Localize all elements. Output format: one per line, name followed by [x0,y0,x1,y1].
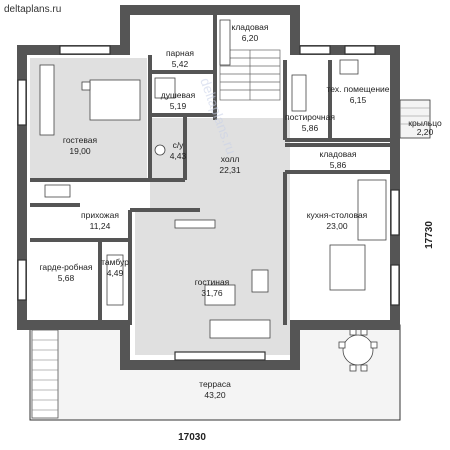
room-area-wardrobe: 5,68 [58,273,75,283]
laundry-tub [291,74,307,112]
room-name-wardrobe: гарде-робная [39,262,92,272]
entry-bench [44,184,71,198]
terrace-stair-treads [32,339,58,411]
room-name-wc: с/у [173,140,185,150]
tv-stand [174,219,216,229]
room-area-porch: 2,20 [417,127,434,137]
room-area-entry: 11,24 [90,221,111,231]
vestibule-bench [106,254,124,306]
room-area-hall: 22,31 [219,165,241,175]
sofa-living [209,319,271,339]
room-area-laundry: 5,86 [302,123,319,133]
kitchen-table [329,244,366,291]
guest-wardrobe [39,64,55,136]
room-name-living: гостиная [195,277,230,287]
room-name-porch: крыльцо [408,118,442,128]
guest-bed [89,79,141,121]
room-area-living: 31,76 [201,288,223,298]
room-name-entry: прихожая [81,210,119,220]
room-area-kitchen: 23,00 [326,221,348,231]
furniture [39,19,387,339]
terrace-stairs-left [31,329,59,419]
room-name-vestibule: тамбур [101,257,129,267]
armchair-living [251,269,269,293]
room-area-tech: 6,15 [350,95,367,105]
room-area-vestibule: 4,49 [107,268,124,278]
room-area-pantry-top: 6,20 [242,33,259,43]
interior-walls [30,15,390,325]
kitchen-counter [357,179,387,241]
shower-tray [154,77,176,99]
tech-boiler [339,59,359,75]
guest-nightstand [81,81,91,91]
room-area-terrace: 43,20 [204,390,226,400]
room-name-pantry-right: кладовая [320,149,357,159]
room-name-shower: душевая [161,90,196,100]
room-area-guest: 19,00 [69,146,91,156]
room-area-wc: 4,43 [170,151,187,161]
site-label: deltaplans.ru [4,4,61,15]
dimension-width: 17030 [178,432,206,443]
room-name-steam: парная [166,48,194,58]
svg-text:с/у4,43: с/у4,43 [170,140,187,161]
room-area-shower: 5,19 [170,101,187,111]
room-name-laundry: постирочная [285,112,335,122]
room-name-tech: тех. помещение [326,84,389,94]
windows [17,45,400,361]
room-area-steam: 5,42 [172,59,189,69]
steam-bench [219,19,231,66]
wc-toilet [154,144,166,156]
main-stairs [219,49,281,101]
porch [399,99,431,139]
room-name-hall: холл [221,154,240,164]
room-name-pantry-top: кладовая [232,22,269,32]
room-area-pantry-right: 5,86 [330,160,347,170]
room-name-terrace: терраса [199,379,231,389]
terrace-table [338,328,378,372]
room-name-kitchen: кухня-столовая [307,210,368,220]
dimension-height: 17730 [424,221,435,249]
living-room [135,212,290,355]
living-table [204,284,236,306]
room-name-guest: гостевая [63,135,98,145]
